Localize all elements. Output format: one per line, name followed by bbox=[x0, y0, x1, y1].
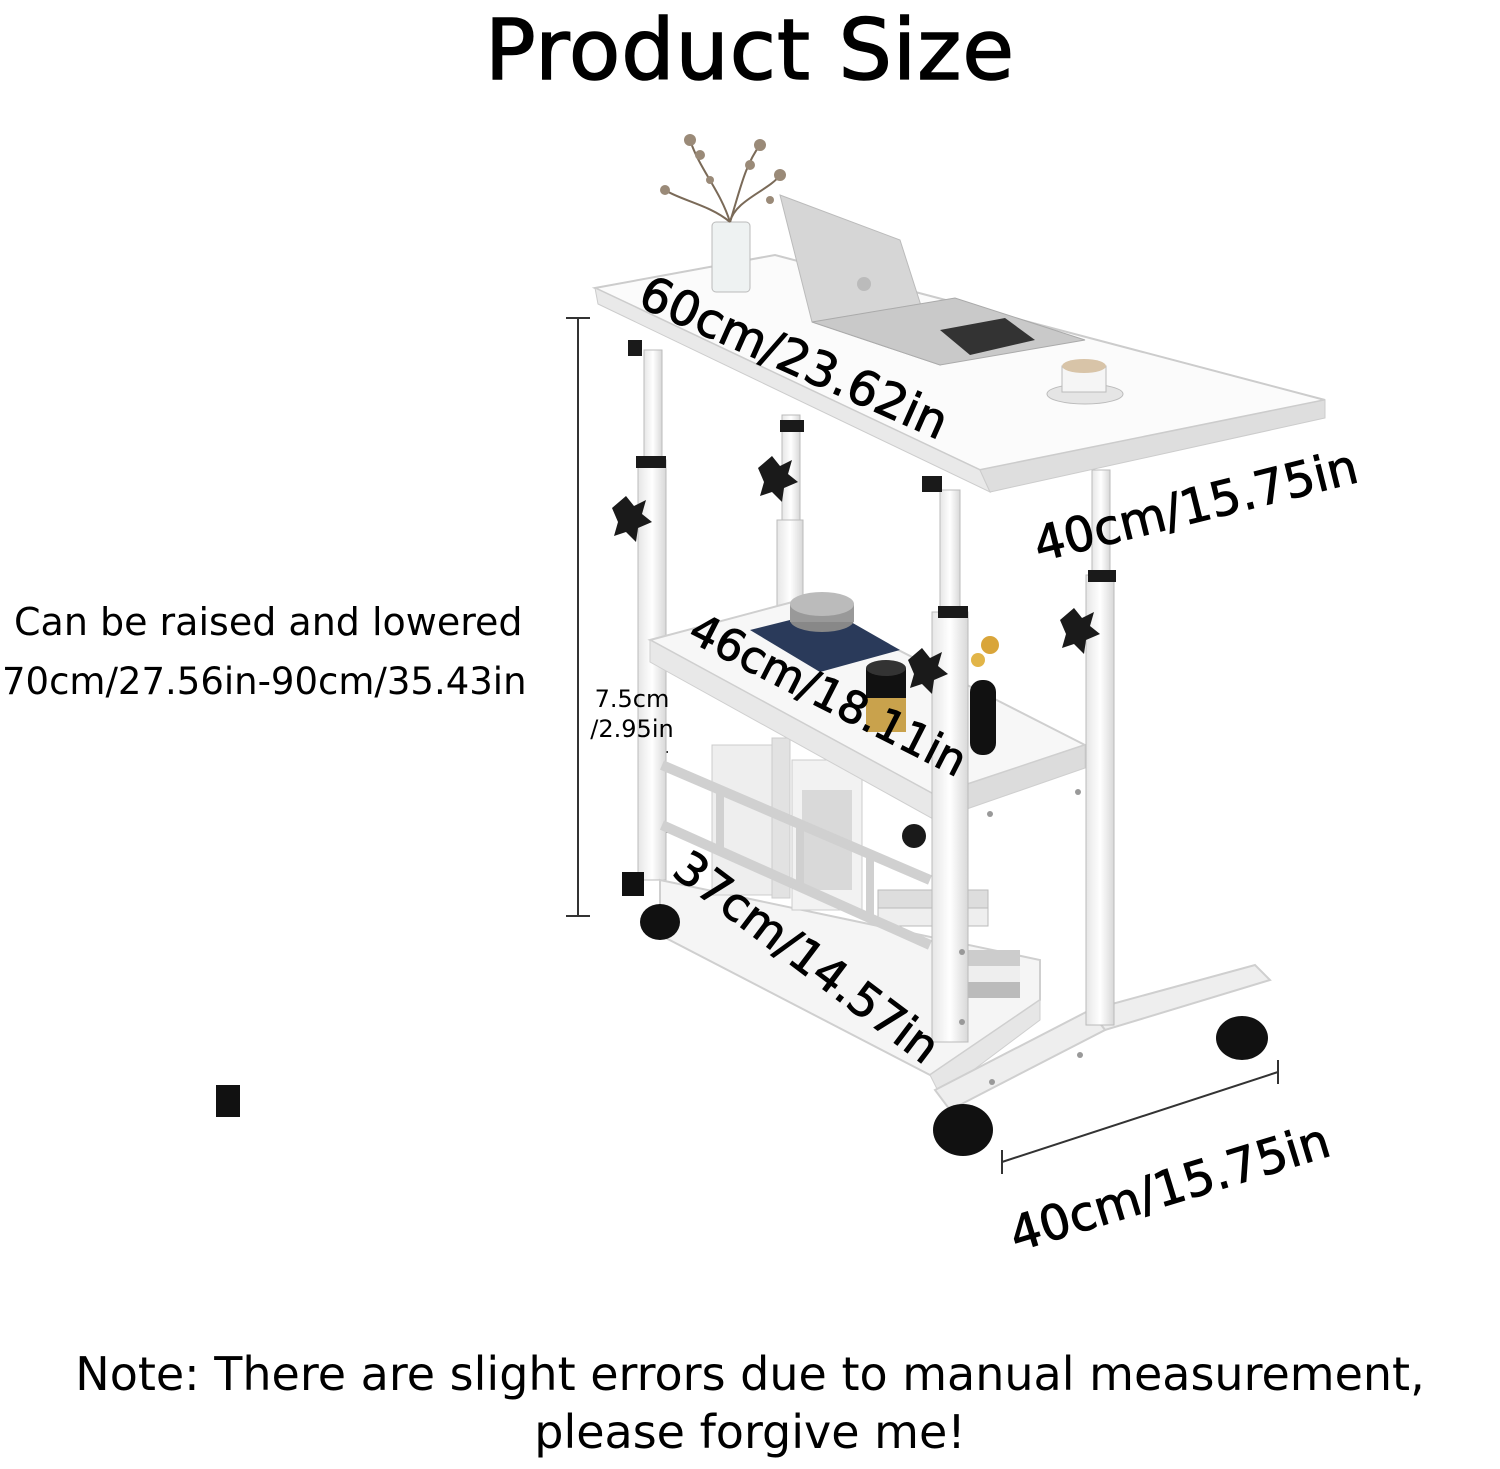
front-rail bbox=[659, 760, 933, 950]
coffee-cup-decor bbox=[1046, 359, 1124, 405]
height-range-label: 70cm/27.56in-90cm/35.43in bbox=[2, 660, 527, 703]
page-title: Product Size bbox=[484, 0, 1016, 100]
rail-gap-in: /2.95in bbox=[590, 715, 674, 743]
height-dimension-line bbox=[566, 317, 590, 917]
screw-dots bbox=[959, 789, 1083, 1085]
rail-gap-cm: 7.5cm bbox=[594, 685, 670, 713]
caster-wheels bbox=[216, 872, 1268, 1156]
height-adjust-label: Can be raised and lowered bbox=[14, 600, 523, 644]
rail-gap-label: 7.5cm /2.95in bbox=[580, 684, 684, 744]
base-width-dimension-line bbox=[1001, 1060, 1279, 1174]
note-line-1: Note: There are slight errors due to man… bbox=[75, 1347, 1425, 1401]
laptop-decor bbox=[779, 194, 1086, 366]
measurement-note: Note: There are slight errors due to man… bbox=[0, 1345, 1500, 1461]
back-legs bbox=[637, 349, 804, 881]
note-line-2: please forgive me! bbox=[534, 1405, 966, 1459]
front-legs bbox=[931, 469, 1115, 1043]
shelf-decor bbox=[750, 592, 999, 755]
vase-decor bbox=[660, 134, 786, 293]
adjustment-knobs bbox=[612, 340, 1116, 848]
